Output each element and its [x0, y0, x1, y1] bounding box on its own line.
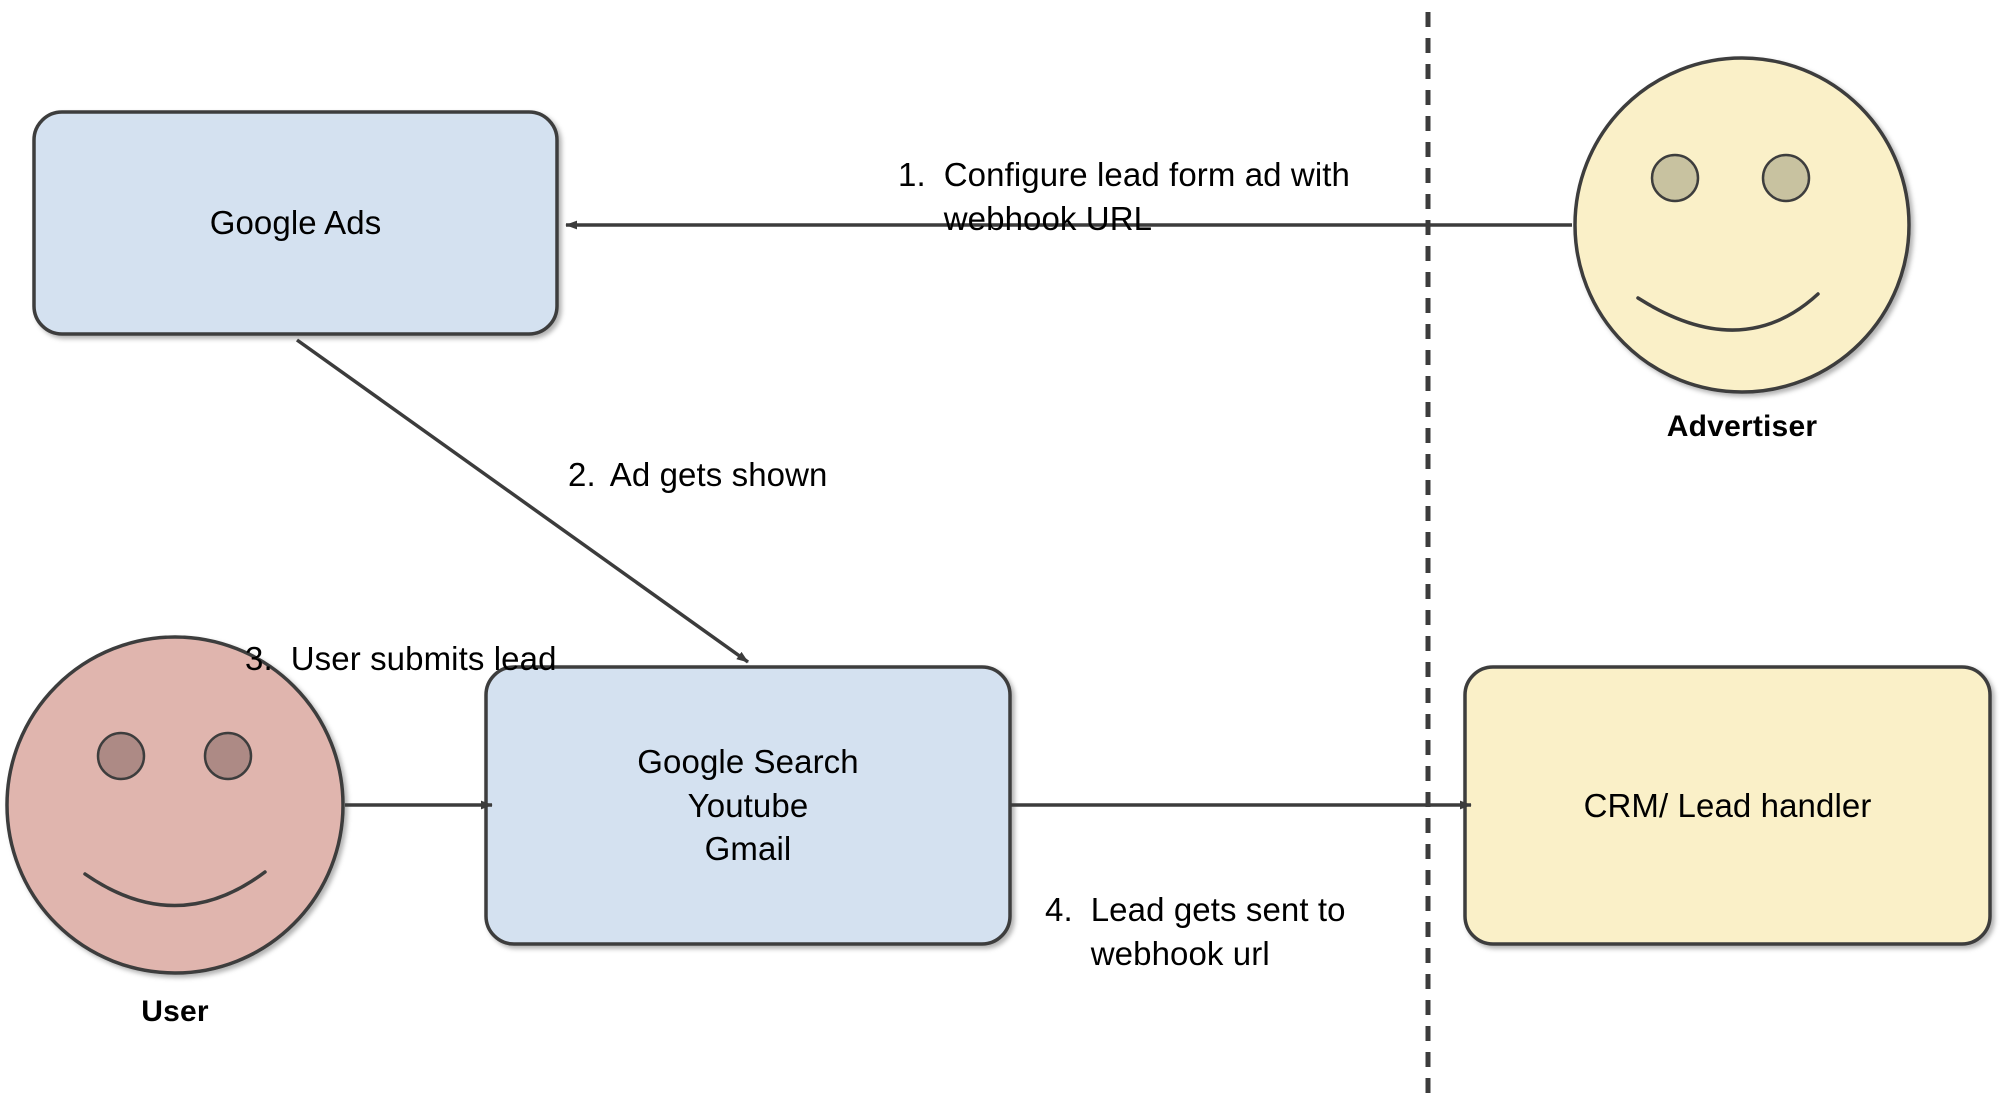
- user-smile-icon: [83, 870, 267, 908]
- edge-3-number: 3.: [245, 639, 273, 677]
- edge-4-label: 4. Lead gets sent to webhook url: [1045, 843, 1425, 977]
- user-right-eye-icon: [203, 731, 253, 781]
- edge-4-text: Lead gets sent to webhook url: [1090, 890, 1346, 973]
- edge-2-arrow: [295, 338, 750, 664]
- edge-1-label: 1. Configure lead form ad with webhook UR…: [898, 108, 1418, 242]
- edge-3-text: User submits lead: [290, 639, 557, 677]
- edge-2-text: Ad gets shown: [609, 455, 828, 493]
- google-ads-box[interactable]: [32, 110, 559, 336]
- user-face-circle: [5, 635, 345, 975]
- edge-1-text: Configure lead form ad with webhook URL: [943, 155, 1350, 238]
- user-face-icon[interactable]: [5, 635, 345, 975]
- advertiser-smile-icon: [1636, 292, 1820, 332]
- user-left-eye-icon: [96, 731, 146, 781]
- edge-1-number: 1.: [898, 155, 926, 193]
- edge-4-number: 4.: [1045, 890, 1073, 928]
- advertiser-left-eye-icon: [1650, 153, 1700, 203]
- google-surfaces-box[interactable]: [484, 665, 1012, 946]
- edge-2-number: 2.: [568, 455, 596, 493]
- advertiser-caption: Advertiser: [1666, 410, 1818, 443]
- user-caption: User: [141, 995, 209, 1028]
- advertiser-face-icon[interactable]: [1573, 56, 1911, 394]
- advertiser-face-circle: [1573, 56, 1911, 394]
- crm-box[interactable]: [1463, 665, 1992, 946]
- edge-2-label: 2. Ad gets shown: [568, 408, 988, 497]
- advertiser-right-eye-icon: [1761, 153, 1811, 203]
- edge-3-label: 3. User submits lead: [245, 592, 665, 681]
